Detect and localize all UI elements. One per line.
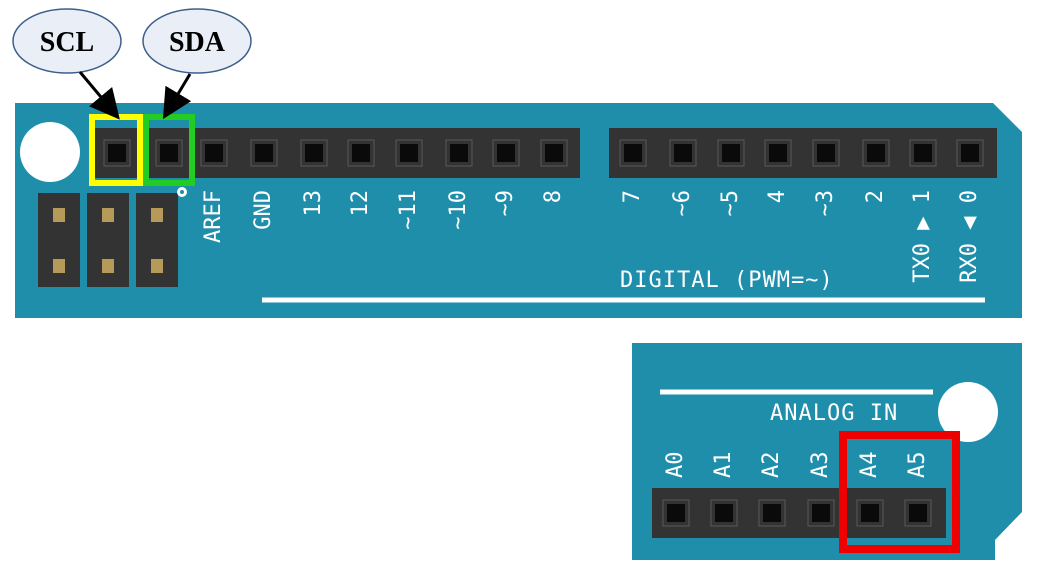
scl-bubble xyxy=(12,8,122,74)
analog-pin-a0 xyxy=(667,504,685,522)
digital-pin-socket xyxy=(619,139,647,167)
analog-pin-a0-socket xyxy=(662,499,690,527)
icsp-header xyxy=(38,193,178,287)
digital-pin xyxy=(545,144,563,162)
digital-pin-socket xyxy=(250,139,278,167)
digital-pin-socket xyxy=(492,139,520,167)
digital-pin-label: GND xyxy=(251,190,276,230)
sda-label: SDA xyxy=(169,27,226,58)
digital-pin-label: TX0 ▶ 1 xyxy=(910,190,935,283)
digital-pin xyxy=(867,144,885,162)
digital-labels-right: 7 ~6 ~5 4 ~3 2 TX0 ▶ 1 RX0 ◀ 0 xyxy=(620,190,982,283)
analog-pin-a3 xyxy=(812,504,830,522)
sda-pin-socket xyxy=(155,139,183,167)
digital-pin-label: RX0 ◀ 0 xyxy=(957,190,982,283)
analog-pin-a1 xyxy=(715,504,733,522)
analog-pin-a5 xyxy=(909,504,927,522)
analog-pin-label: A1 xyxy=(711,452,736,479)
digital-pins-left xyxy=(103,139,568,167)
digital-pin-label: 7 xyxy=(620,190,645,203)
digital-pin xyxy=(450,144,468,162)
digital-pin xyxy=(914,144,932,162)
digital-pin xyxy=(352,144,370,162)
digital-pin xyxy=(817,144,835,162)
digital-pin xyxy=(961,144,979,162)
sda-arrow xyxy=(162,73,192,120)
digital-pin-label: ~5 xyxy=(718,190,743,217)
analog-i2c-highlight xyxy=(839,431,960,553)
sda-pin xyxy=(160,144,178,162)
digital-pin xyxy=(769,144,787,162)
digital-pin-socket xyxy=(669,139,697,167)
scl-pin-socket xyxy=(103,139,131,167)
digital-pin-label: 2 xyxy=(863,190,888,203)
analog-title: ANALOG IN xyxy=(770,401,898,426)
mounting-hole-right xyxy=(938,382,998,442)
digital-pin-socket xyxy=(200,139,228,167)
analog-pin-a2-socket xyxy=(758,499,786,527)
digital-pin xyxy=(255,144,273,162)
analog-pin-label: A2 xyxy=(759,452,784,479)
digital-pin xyxy=(205,144,223,162)
analog-pin-label: A0 xyxy=(663,452,688,479)
analog-pin-label: A5 xyxy=(905,452,930,479)
analog-pin-a2 xyxy=(763,504,781,522)
digital-pin-socket xyxy=(909,139,937,167)
digital-pin-label: 12 xyxy=(348,190,373,217)
digital-pin-socket xyxy=(956,139,984,167)
analog-pin-label: A3 xyxy=(808,452,833,479)
digital-pin-label: ~9 xyxy=(493,190,518,217)
digital-pin-label: 8 xyxy=(541,190,566,203)
digital-labels-left: AREF GND 13 12 ~11 ~10 ~9 8 xyxy=(201,190,566,243)
digital-pin xyxy=(400,144,418,162)
digital-pin-socket xyxy=(347,139,375,167)
digital-pin xyxy=(624,144,642,162)
digital-pin xyxy=(497,144,515,162)
digital-pin-label: ~3 xyxy=(813,190,838,217)
digital-pin xyxy=(674,144,692,162)
digital-pin-socket xyxy=(764,139,792,167)
digital-pins-right xyxy=(619,139,984,167)
analog-pin-a5-socket xyxy=(904,499,932,527)
digital-pin-socket xyxy=(812,139,840,167)
analog-header xyxy=(652,488,946,538)
analog-pin-a4-socket xyxy=(856,499,884,527)
analog-pin-a3-socket xyxy=(807,499,835,527)
analog-labels: A0 A1 A2 A3 A4 A5 xyxy=(663,452,930,479)
scl-pin xyxy=(108,144,126,162)
digital-pin-label: ~6 xyxy=(670,190,695,217)
digital-pin-socket xyxy=(862,139,890,167)
digital-header-right xyxy=(609,128,997,178)
digital-pin-socket xyxy=(445,139,473,167)
analog-pin-label: A4 xyxy=(857,452,882,479)
scl-arrow xyxy=(78,71,120,120)
digital-pin-label: 13 xyxy=(301,190,326,217)
digital-pin xyxy=(305,144,323,162)
sda-bubble xyxy=(142,8,252,74)
analog-pin-a4 xyxy=(861,504,879,522)
digital-pin-socket xyxy=(395,139,423,167)
analog-pins xyxy=(662,499,932,527)
digital-pin-socket xyxy=(717,139,745,167)
digital-pin-label: 4 xyxy=(765,190,790,203)
digital-pin-label: ~10 xyxy=(446,190,471,230)
scl-label: SCL xyxy=(40,27,94,58)
digital-pin-label: AREF xyxy=(201,190,226,243)
digital-pin-socket xyxy=(300,139,328,167)
digital-pin-label: ~11 xyxy=(396,190,421,230)
digital-title: DIGITAL (PWM=~) xyxy=(620,268,834,293)
digital-pin xyxy=(722,144,740,162)
digital-pin-socket xyxy=(540,139,568,167)
analog-pin-a1-socket xyxy=(710,499,738,527)
mounting-hole-left xyxy=(20,122,80,182)
